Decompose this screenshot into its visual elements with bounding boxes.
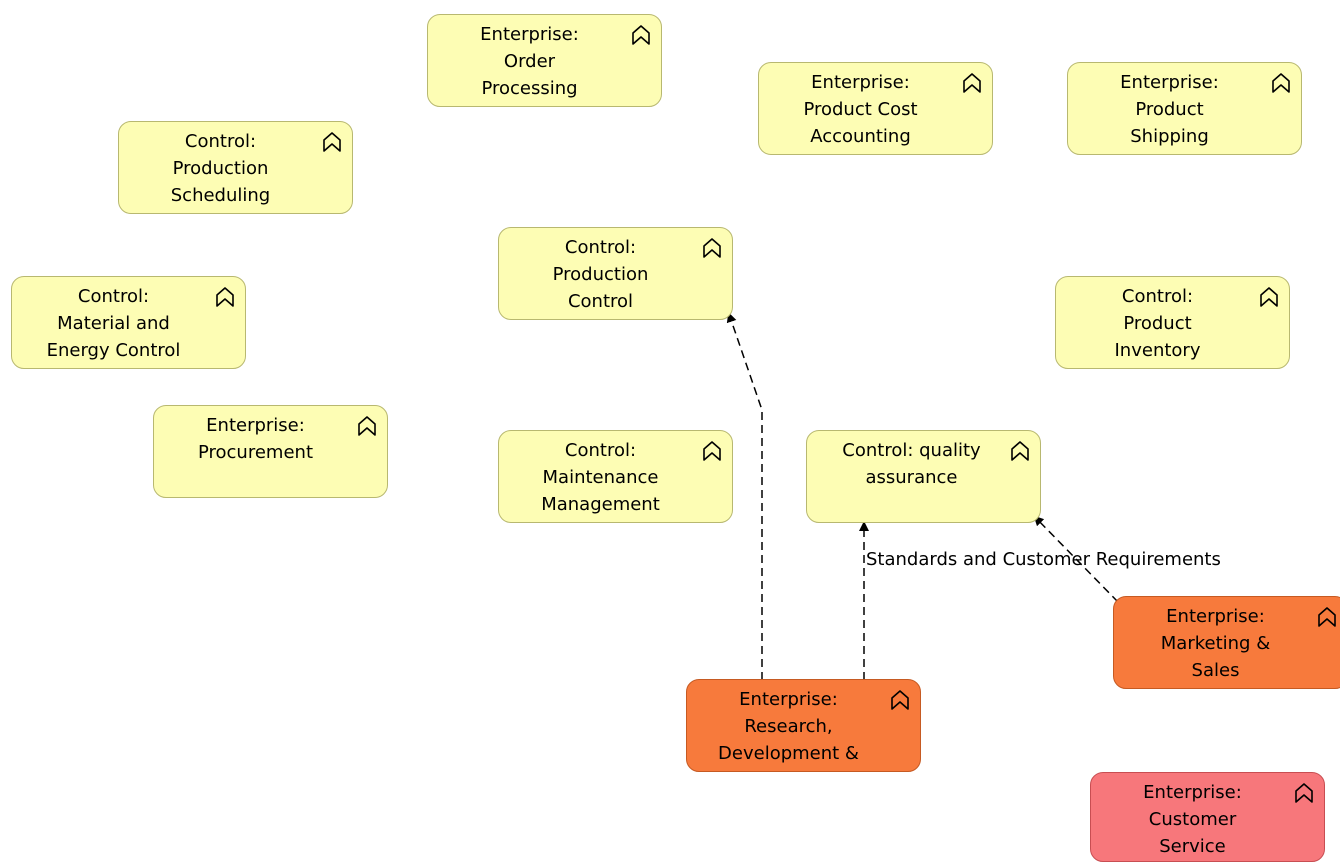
- node-label: Enterprise: Product Cost Accounting: [803, 72, 918, 147]
- node-customer-service[interactable]: Enterprise: Customer Service: [1090, 772, 1325, 862]
- node-production-scheduling[interactable]: Control: Production Scheduling: [118, 121, 353, 214]
- node-label: Control: Material and Energy Control: [46, 286, 181, 361]
- function-icon: [963, 73, 981, 93]
- function-icon: [891, 690, 909, 710]
- node-production-control[interactable]: Control: Production Control: [498, 227, 733, 320]
- edge-research-to-production-control[interactable]: [726, 312, 763, 680]
- function-icon: [216, 287, 234, 307]
- node-quality-assurance[interactable]: Control: quality assurance: [806, 430, 1041, 523]
- node-label: Control: Production Scheduling: [170, 131, 271, 206]
- function-icon: [1318, 607, 1336, 627]
- node-label: Enterprise: Marketing & Sales: [1160, 606, 1271, 681]
- node-label: Control: Maintenance Management: [541, 440, 660, 515]
- edge-label-standards-customer-requirements: Standards and Customer Requirements: [866, 549, 1221, 570]
- function-icon: [703, 238, 721, 258]
- function-icon: [703, 441, 721, 461]
- function-icon: [358, 416, 376, 436]
- node-material-energy-control[interactable]: Control: Material and Energy Control: [11, 276, 246, 369]
- node-label: Enterprise: Research, Development &: [718, 689, 859, 764]
- function-icon: [1295, 783, 1313, 803]
- node-label: Control: quality assurance: [842, 440, 981, 488]
- node-procurement[interactable]: Enterprise: Procurement: [153, 405, 388, 498]
- function-icon: [632, 25, 650, 45]
- node-maintenance-management[interactable]: Control: Maintenance Management: [498, 430, 733, 523]
- function-icon: [1011, 441, 1029, 461]
- node-product-shipping[interactable]: Enterprise: Product Shipping: [1067, 62, 1302, 155]
- node-label: Control: Product Inventory: [1114, 286, 1201, 361]
- node-order-processing[interactable]: Enterprise: Order Processing: [427, 14, 662, 107]
- function-icon: [1272, 73, 1290, 93]
- node-label: Enterprise: Product Shipping: [1120, 72, 1219, 147]
- function-icon: [1260, 287, 1278, 307]
- node-marketing-sales[interactable]: Enterprise: Marketing & Sales: [1113, 596, 1340, 689]
- node-label: Enterprise: Procurement: [197, 415, 313, 463]
- node-label: Enterprise: Customer Service: [1143, 782, 1242, 857]
- node-label: Enterprise: Order Processing: [480, 24, 579, 99]
- node-product-cost-accounting[interactable]: Enterprise: Product Cost Accounting: [758, 62, 993, 155]
- node-product-inventory[interactable]: Control: Product Inventory: [1055, 276, 1290, 369]
- function-icon: [323, 132, 341, 152]
- node-research-development[interactable]: Enterprise: Research, Development &: [686, 679, 921, 772]
- node-label: Control: Production Control: [552, 237, 649, 312]
